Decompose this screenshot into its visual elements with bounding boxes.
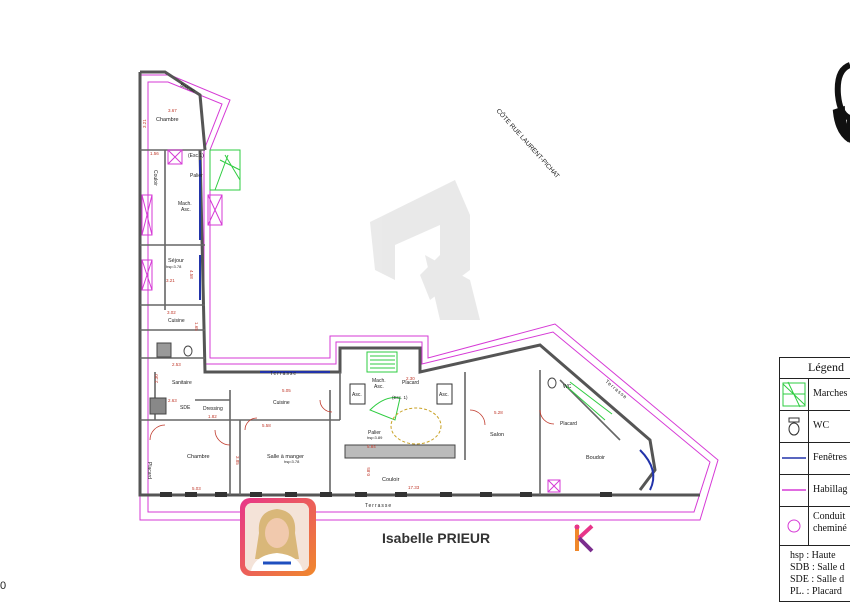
- window-line-icon: [780, 443, 809, 474]
- label-salon: Salon: [490, 432, 504, 438]
- toilet-icon: [780, 411, 809, 442]
- dim-085: 0.85: [366, 467, 371, 476]
- habillage-outline: [139, 74, 719, 521]
- label-esc-nw: (Esc.1): [188, 153, 204, 159]
- dim-558: 5.58: [262, 423, 271, 428]
- label-terrasse-top: Terrasse: [270, 371, 297, 377]
- legend-title: Légend: [780, 358, 850, 379]
- dim-505: 5.05: [282, 388, 291, 393]
- label-terrasse-bottom: Terrasse: [365, 503, 392, 509]
- label-sejour-hsp: hsp:3.78: [166, 264, 182, 269]
- stairs-nw: [209, 149, 241, 191]
- legend-label-stairs: Marches: [813, 388, 848, 399]
- windows: [199, 160, 655, 491]
- label-palier-hsp: hsp:3.89: [367, 435, 383, 440]
- dim-165: 1.65: [194, 322, 199, 331]
- dim-528: 5.28: [494, 410, 503, 415]
- legend-note-hsp: hsp : Haute: [790, 550, 836, 561]
- agent-name: Isabelle PRIEUR: [382, 530, 491, 546]
- dim-385: 3.85: [235, 456, 240, 465]
- legend-label-habillage: Habillag: [813, 484, 848, 495]
- agency-logo-partial: [832, 62, 850, 144]
- dim-503: 5.03: [192, 486, 201, 491]
- dim-458: 4.58: [189, 270, 194, 279]
- legend-row-windows: Fenêtres: [780, 443, 850, 475]
- label-placard-e: Placard: [560, 421, 577, 427]
- dim-367: 3.67: [168, 108, 177, 113]
- dimension-labels: 3.21 3.67 1.56 4.58 3.21 3.02 1.65 2.30 …: [142, 108, 503, 491]
- dim-182: 1.82: [208, 414, 217, 419]
- watermark-logo: [370, 180, 480, 320]
- label-asc-left: Asc.: [352, 392, 362, 398]
- legend-row-stairs: Marches: [780, 379, 850, 411]
- label-mach-asc-c: Mach.: [372, 378, 386, 384]
- window-bars: [160, 492, 612, 497]
- label-sejour: Séjour: [168, 258, 184, 264]
- legend-label-wc: WC: [813, 420, 830, 431]
- interior-walls: [140, 149, 621, 495]
- walls: [138, 70, 700, 497]
- dim-1733: 17.33: [408, 485, 420, 490]
- stairs-icon: [780, 379, 809, 410]
- legend-note-pl: PL. : Placard: [790, 586, 842, 597]
- legend-row-wc: WC: [780, 411, 850, 443]
- label-dressing: Dressing: [203, 406, 223, 412]
- label-salle-a-manger: Salle à manger: [267, 454, 304, 460]
- legend-label-windows: Fenêtres: [813, 452, 847, 463]
- stairs-east: [564, 381, 613, 421]
- agent-portrait: [245, 503, 309, 571]
- legend-conduit-line: cheminé: [813, 523, 847, 534]
- dim-230: 2.30: [154, 374, 159, 383]
- label-chambre-s: Chambre: [187, 454, 210, 460]
- dim-302: 3.02: [167, 310, 176, 315]
- label-placard-c: Placard: [402, 380, 419, 386]
- label-palier-c: Palier: [368, 430, 381, 436]
- label-boudoir: Boudoir: [586, 455, 605, 461]
- dim-321: 3.21: [142, 119, 147, 128]
- label-balcon: Balcon: [179, 82, 196, 94]
- fixtures: [149, 342, 557, 459]
- page-number: 0: [0, 580, 7, 592]
- dim-584: 5.84: [367, 444, 376, 449]
- label-chambre-nw: Chambre: [156, 117, 179, 123]
- legend-conduit-line: Conduit: [813, 511, 846, 522]
- label-sam-hsp: hsp:3.78: [284, 459, 300, 464]
- label-mach-asc-c2: Asc.: [374, 384, 384, 390]
- label-street: CÔTE RUE LAURENT-PICHAT: [495, 106, 563, 180]
- habillage-line-icon: [780, 475, 809, 506]
- legend-row-habillage: Habillag: [780, 475, 850, 507]
- legend-note-sdb: SDB : Salle d: [790, 562, 845, 573]
- dim-230c: 2.30: [406, 376, 415, 381]
- label-palier-nw: Palier: [190, 173, 203, 179]
- dim-321b: 3.21: [166, 278, 175, 283]
- brand-k-icon: [574, 524, 594, 553]
- chimney-duct-icon: [780, 507, 809, 545]
- label-asc-right: Asc.: [439, 392, 449, 398]
- legend-note-sde: SDE : Salle d: [790, 574, 845, 585]
- label-placard-sw: Placard: [146, 462, 152, 479]
- label-mach-asc-w2: Asc.: [181, 207, 191, 213]
- dim-253: 2.53: [172, 362, 181, 367]
- dim-156: 1.56: [150, 151, 159, 156]
- stairs-center: [366, 351, 401, 421]
- label-sanitaire: Sanitaire: [172, 380, 192, 386]
- label-mach-asc-w: Mach.: [178, 201, 192, 207]
- agent-photo: [240, 498, 316, 576]
- label-couloir-w: Couloir: [152, 170, 158, 186]
- label-cuisine-c: Cuisine: [273, 400, 290, 406]
- label-wc: WC: [563, 384, 572, 390]
- elevator-shafts: [141, 149, 561, 493]
- label-sde: SDE: [180, 405, 191, 411]
- portrait-drawing: [245, 503, 309, 571]
- legend-notes: hsp : Haute SDB : Salle d SDE : Salle d …: [780, 546, 850, 598]
- door-swings: [149, 399, 555, 446]
- label-couloir-s: Couloir: [382, 477, 400, 483]
- legend-panel: Légend Marches WC Fenêtres Habillag Cond…: [779, 357, 850, 602]
- dim-263: 2.63: [168, 398, 177, 403]
- label-esc-center: (Esc. 1): [392, 395, 408, 400]
- label-cuisine-w: Cuisine: [168, 318, 185, 324]
